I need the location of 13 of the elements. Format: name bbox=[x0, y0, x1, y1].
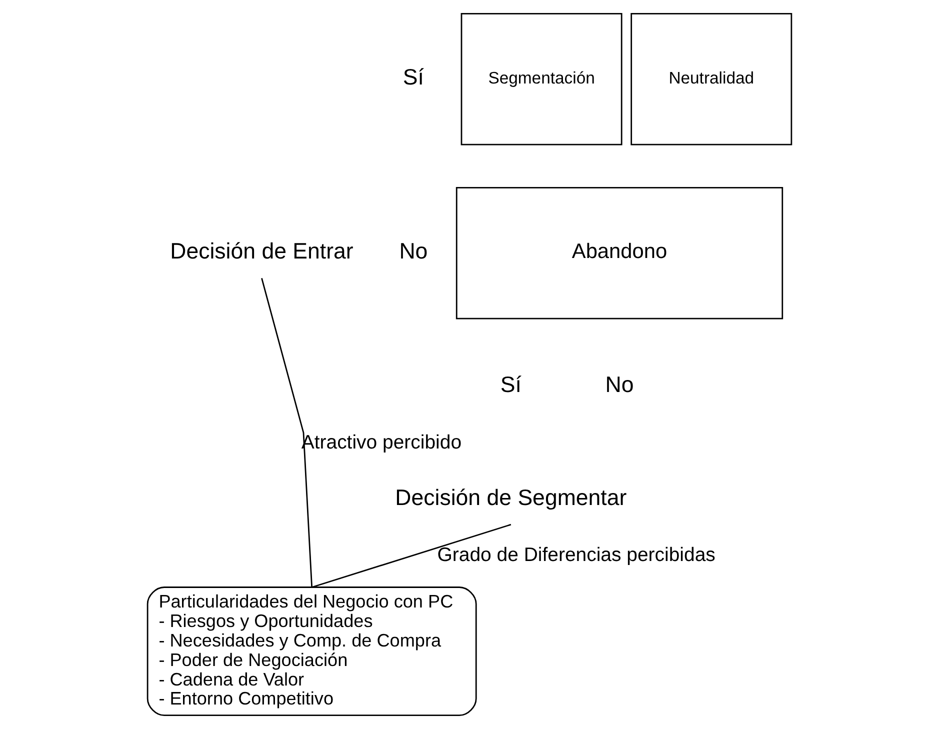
label: No bbox=[399, 238, 428, 264]
connector bbox=[312, 524, 512, 588]
connector bbox=[261, 278, 313, 588]
label: Sí bbox=[500, 372, 522, 398]
node-box: Segmentación bbox=[460, 12, 622, 146]
node-box: Particularidades del Negocio con PC - Riesgos y Oportunidades - Necesidades y Comp. de Compra - Poder de Negociación - Cadena de Valor - Entorno Competitivo bbox=[146, 586, 477, 716]
node-box: Abandono bbox=[456, 187, 784, 320]
edge-label: Grado de Diferencias percibidas bbox=[437, 544, 716, 566]
node-text: Decisión de Entrar bbox=[170, 238, 354, 264]
node-text: Decisión de Segmentar bbox=[395, 484, 627, 510]
node-box: Neutralidad bbox=[630, 12, 792, 146]
label: No bbox=[605, 372, 634, 398]
label: Sí bbox=[402, 64, 424, 90]
